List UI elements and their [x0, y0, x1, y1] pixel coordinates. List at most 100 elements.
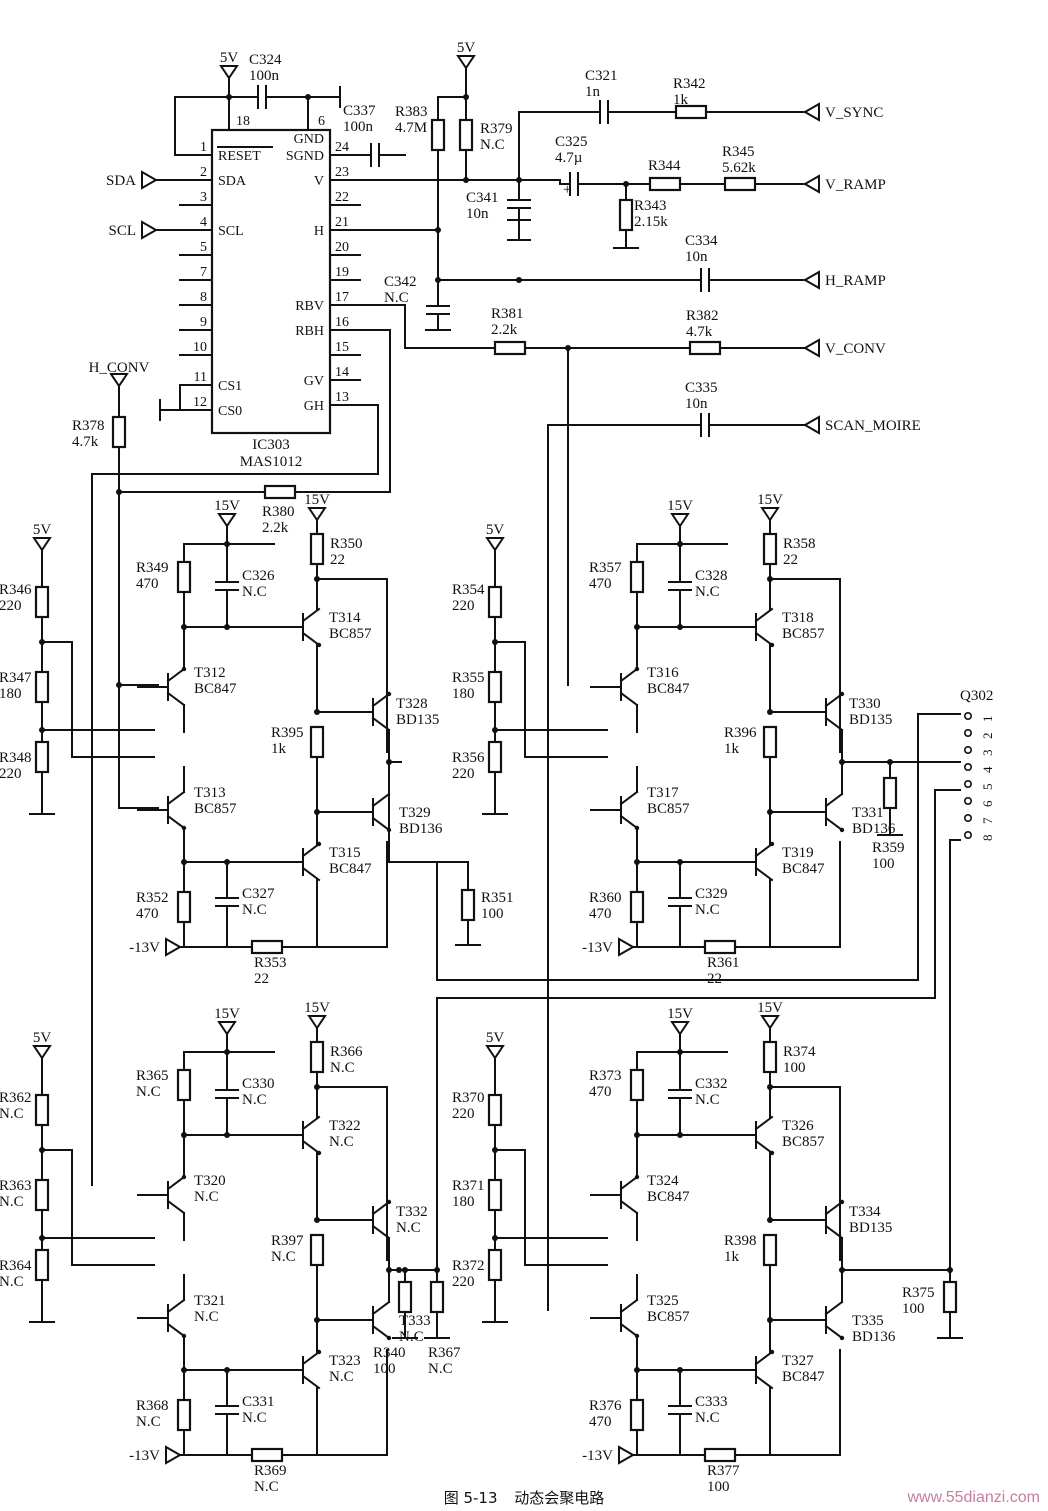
r372-value: 220 [452, 1274, 475, 1290]
t317-transistor [619, 814, 639, 830]
r356-ref: R356 [452, 750, 485, 766]
t333-ref: T333 [399, 1313, 431, 1329]
supply-arrow [217, 513, 237, 528]
junction-dot [314, 709, 320, 715]
t317-ref: T317 [647, 785, 679, 801]
junction-dot [181, 1132, 187, 1138]
ic-pin-number: 19 [335, 265, 349, 280]
r350-ref: R350 [330, 536, 363, 552]
junction-dot [314, 809, 320, 815]
r395-resistor [309, 725, 325, 759]
t315-transistor [301, 866, 321, 882]
r379-resistor [458, 118, 474, 152]
r395-ref: R395 [271, 725, 304, 741]
junction-dot [39, 1235, 45, 1241]
ic-pin-number: 12 [193, 395, 207, 410]
junction-dot [634, 1132, 640, 1138]
t319-ref: T319 [782, 845, 814, 861]
r351-ref: R351 [481, 890, 514, 906]
t324-ref: T324 [647, 1173, 679, 1189]
supply-label: 15V [757, 1000, 783, 1016]
supply-label: 15V [304, 492, 330, 508]
r358-ref: R358 [783, 536, 816, 552]
ic-pin-number: 10 [193, 340, 207, 355]
t317-emitter-arrow [634, 825, 640, 831]
junction-dot [887, 759, 893, 765]
t325-transistor [619, 1322, 639, 1338]
connector-pin-number: 5 [980, 784, 995, 791]
t320-value: N.C [194, 1189, 219, 1205]
r379-ref: R379 [480, 121, 513, 137]
t330-transistor [824, 716, 844, 732]
t325-ref: T325 [647, 1293, 679, 1309]
t314-emitter-arrow [316, 642, 322, 648]
c326-ref: C326 [242, 568, 275, 584]
t333-value: N.C [399, 1329, 424, 1345]
r365-value: N.C [136, 1084, 161, 1100]
r370-resistor [487, 1093, 503, 1127]
t313-value: BC857 [194, 801, 237, 817]
t314-transistor [301, 607, 321, 623]
wire [294, 329, 391, 493]
junction-dot [677, 541, 683, 547]
r352-value: 470 [136, 906, 159, 922]
t334-emitter-arrow [839, 1199, 845, 1205]
r360-value: 470 [589, 906, 612, 922]
r348-resistor [34, 740, 50, 774]
junction-dot [839, 1267, 845, 1273]
t325-transistor [619, 1298, 639, 1314]
junction-dot [305, 94, 311, 100]
supply-label: 5V [457, 40, 476, 56]
port-label: V_CONV [825, 341, 886, 357]
t333-transistor [371, 1300, 391, 1316]
r367-value: N.C [428, 1361, 453, 1377]
ic-pin-number: 23 [335, 165, 349, 180]
wire [388, 751, 438, 863]
supply-label: 15V [304, 1000, 330, 1016]
t334-value: BD135 [849, 1220, 892, 1236]
r383-value: 4.7M [395, 120, 427, 136]
junction-dot [767, 1317, 773, 1323]
t326-emitter-arrow [769, 1150, 775, 1156]
r370-ref: R370 [452, 1090, 485, 1106]
c328-ref: C328 [695, 568, 728, 584]
t333-transistor [371, 1324, 391, 1340]
r349-value: 470 [136, 576, 159, 592]
t312-value: BC847 [194, 681, 237, 697]
t317-value: BC857 [647, 801, 690, 817]
r340-value: 100 [373, 1361, 396, 1377]
r340-ref: R340 [373, 1345, 406, 1361]
port-label: H_CONV [89, 360, 150, 376]
r355-resistor [487, 670, 503, 704]
supply-label: 15V [667, 1006, 693, 1022]
r361-ref: R361 [707, 955, 740, 971]
t322-value: N.C [329, 1134, 354, 1150]
r349-ref: R349 [136, 560, 169, 576]
r396-ref: R396 [724, 725, 757, 741]
wire [949, 839, 961, 1271]
figure-caption: 图 5-13 动态会聚电路 [0, 1487, 1048, 1508]
r356-value: 220 [452, 766, 475, 782]
t324-transistor [619, 1175, 639, 1191]
r379-value: N.C [480, 137, 505, 153]
r363-resistor [34, 1178, 50, 1212]
r343-ref: R343 [634, 198, 667, 214]
t331-transistor [824, 816, 844, 832]
junction-dot [677, 1049, 683, 1055]
t333-emitter-arrow [386, 1335, 392, 1341]
t313-emitter-arrow [181, 825, 187, 831]
t326-ref: T326 [782, 1118, 814, 1134]
connector-pin [963, 762, 972, 771]
c334-ref: C334 [685, 233, 718, 249]
port-label: SDA [106, 173, 136, 189]
r361-resistor [703, 939, 737, 955]
t331-ref: T331 [852, 805, 884, 821]
t319-transistor [754, 866, 774, 882]
supply-label: -13V [129, 940, 160, 956]
r346-ref: R346 [0, 582, 32, 598]
c337-ref: C337 [343, 103, 376, 119]
r346-resistor [34, 585, 50, 619]
supply-label: 15V [214, 1006, 240, 1022]
t332-transistor [371, 1200, 391, 1216]
c327-value: N.C [242, 902, 267, 918]
